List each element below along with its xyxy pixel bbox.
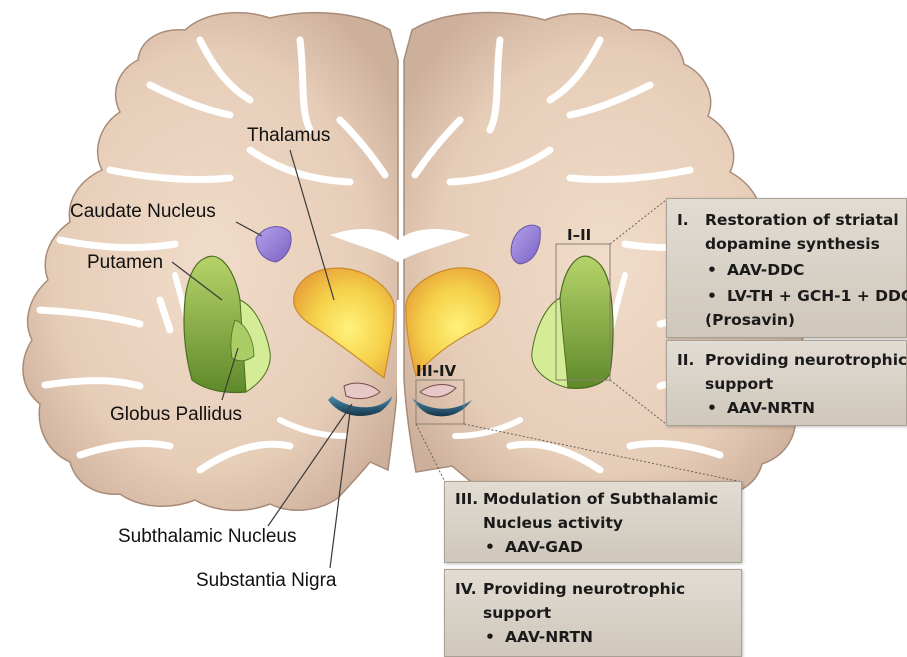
tag-i-ii: I–II bbox=[567, 226, 591, 244]
tag-iii-iv: III-IV bbox=[416, 362, 456, 380]
box-ii-title-1: Providing neurotrophic bbox=[705, 351, 907, 369]
box-ii: II. Providing neurotrophic support • AAV… bbox=[666, 340, 907, 426]
bullet-icon: • bbox=[707, 287, 717, 305]
label-thalamus: Thalamus bbox=[247, 125, 330, 147]
box-iii-title-1: Modulation of Subthalamic bbox=[483, 490, 718, 508]
box-iii: III. Modulation of Subthalamic Nucleus a… bbox=[444, 481, 742, 563]
box-iv-number: IV. bbox=[455, 580, 477, 598]
box-i-bullet-2: LV-TH + GCH-1 + DDC bbox=[727, 287, 907, 305]
box-iii-bullet-1: AAV-GAD bbox=[505, 538, 583, 556]
box-i: I. Restoration of striatal dopamine synt… bbox=[666, 198, 907, 338]
label-putamen: Putamen bbox=[87, 252, 163, 274]
label-caudate-nucleus: Caudate Nucleus bbox=[70, 201, 216, 223]
label-subthalamic-nucleus: Subthalamic Nucleus bbox=[118, 526, 296, 548]
box-i-bullet-1: AAV-DDC bbox=[727, 261, 804, 279]
box-i-title-2: dopamine synthesis bbox=[705, 235, 880, 253]
box-ii-title-2: support bbox=[705, 375, 773, 393]
box-ii-number: II. bbox=[677, 351, 694, 369]
box-i-number: I. bbox=[677, 211, 689, 229]
box-iii-number: III. bbox=[455, 490, 478, 508]
box-iii-title-2: Nucleus activity bbox=[483, 514, 623, 532]
label-substantia-nigra: Substantia Nigra bbox=[196, 570, 336, 592]
bullet-icon: • bbox=[485, 628, 495, 646]
bullet-icon: • bbox=[485, 538, 495, 556]
box-iv-title-2: support bbox=[483, 604, 551, 622]
label-globus-pallidus: Globus Pallidus bbox=[110, 404, 242, 426]
box-i-extra: (Prosavin) bbox=[705, 311, 795, 329]
right-putamen bbox=[559, 256, 613, 388]
bullet-icon: • bbox=[707, 399, 717, 417]
box-iv: IV. Providing neurotrophic support • AAV… bbox=[444, 569, 742, 657]
box-iv-title-1: Providing neurotrophic bbox=[483, 580, 685, 598]
box-iv-bullet-1: AAV-NRTN bbox=[505, 628, 593, 646]
box-i-title-1: Restoration of striatal bbox=[705, 211, 899, 229]
bullet-icon: • bbox=[707, 261, 717, 279]
box-ii-bullet-1: AAV-NRTN bbox=[727, 399, 815, 417]
